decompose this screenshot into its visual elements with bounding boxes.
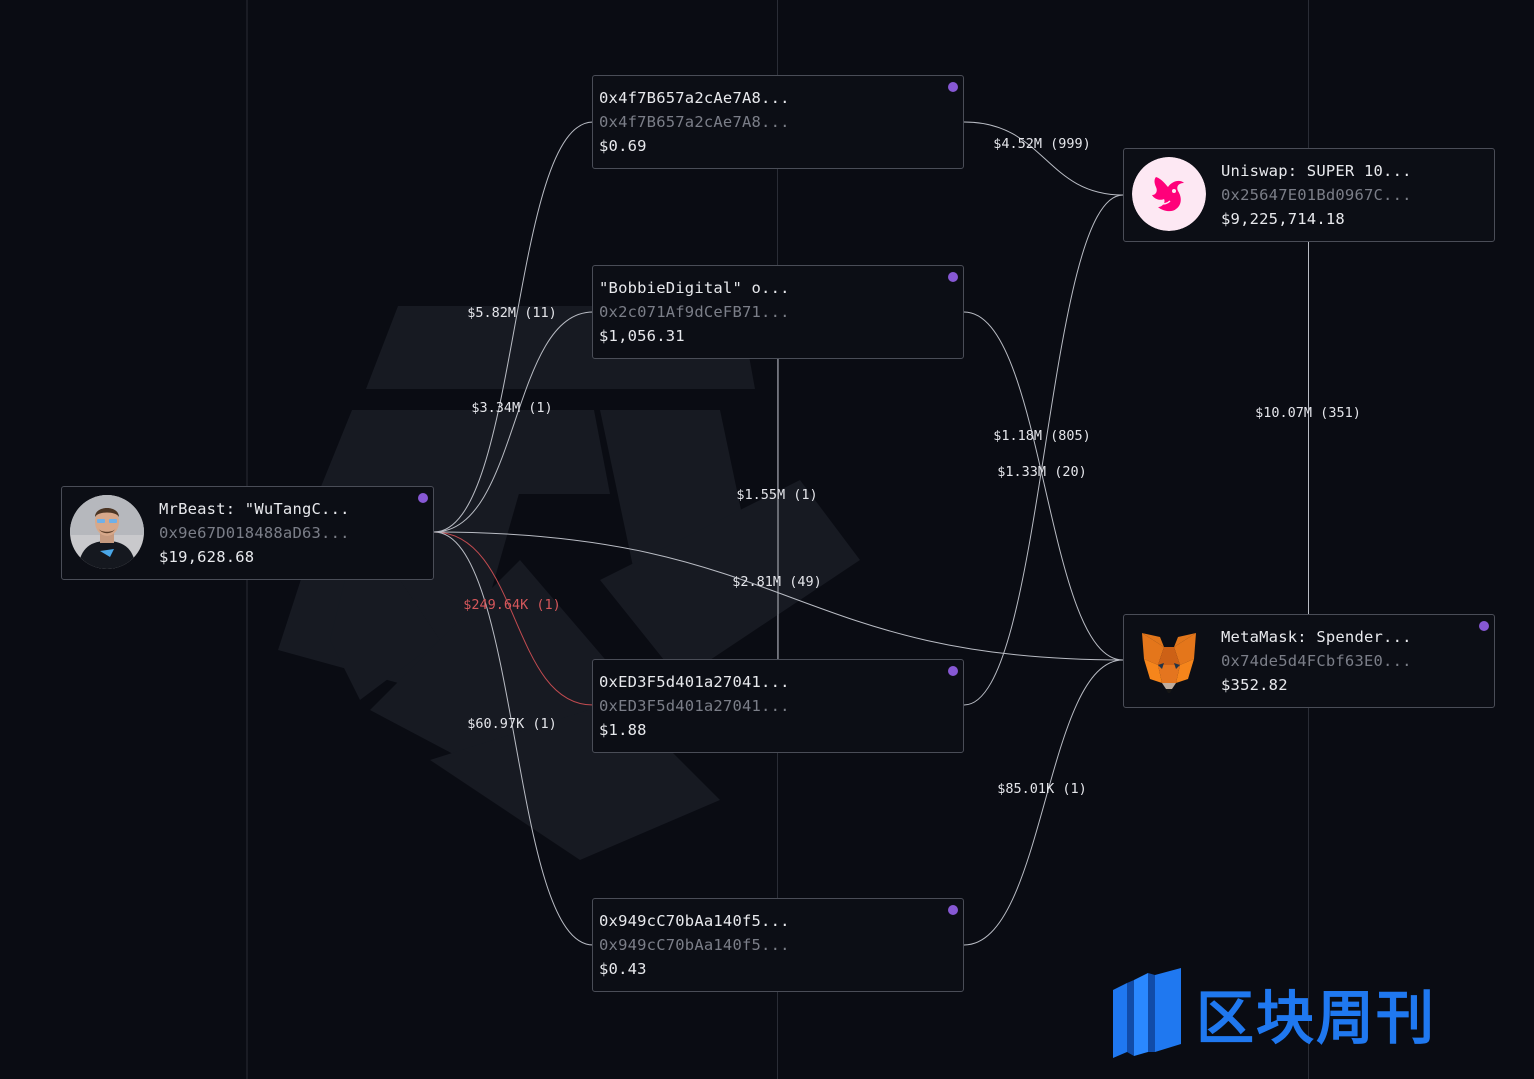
node-addr4[interactable]: 0x949cC70bAa140f5... 0x949cC70bAa140f5..…	[592, 898, 964, 992]
node-status-dot	[948, 905, 958, 915]
node-status-dot	[948, 82, 958, 92]
edge-addr3-uniswap[interactable]	[963, 194, 1124, 706]
node-status-dot	[1479, 621, 1489, 631]
edge-addr4-metamask[interactable]	[963, 659, 1124, 946]
node-addr3[interactable]: 0xED3F5d401a27041... 0xED3F5d401a27041..…	[592, 659, 964, 753]
node-balance: $0.69	[599, 137, 647, 155]
mrbeast-avatar	[70, 495, 144, 569]
node-status-dot	[948, 272, 958, 282]
edge-label-bobbie-addr3: $1.55M (1)	[736, 487, 818, 503]
edge-label-mrbeast-addr1: $5.82M (11)	[467, 305, 557, 321]
node-balance: $9,225,714.18	[1221, 210, 1345, 228]
node-address: 0x2c071Af9dCeFB71...	[599, 303, 790, 321]
node-address: 0xED3F5d401a27041...	[599, 697, 790, 715]
node-balance: $352.82	[1221, 676, 1288, 694]
edge-mrbeast-addr3[interactable]	[433, 531, 594, 706]
node-bobbiedigital[interactable]: "BobbieDigital" o... 0x2c071Af9dCeFB71..…	[592, 265, 964, 359]
edge-mrbeast-metamask[interactable]	[433, 531, 1124, 661]
edge-label-bobbie-metamask: $1.18M (805)	[993, 428, 1091, 444]
node-name: "BobbieDigital" o...	[599, 279, 790, 297]
node-balance: $1,056.31	[599, 327, 685, 345]
edge-addr1-uniswap[interactable]	[963, 121, 1124, 196]
node-name: MrBeast: "WuTangC...	[159, 500, 350, 518]
edge-label-mrbeast-bobbie: $3.34M (1)	[471, 400, 553, 416]
node-address: 0x9e67D018488aD63...	[159, 524, 350, 542]
node-balance: $19,628.68	[159, 548, 255, 566]
node-addr1[interactable]: 0x4f7B657a2cAe7A8... 0x4f7B657a2cAe7A8..…	[592, 75, 964, 169]
metamask-fox-logo	[1132, 623, 1206, 697]
node-status-dot	[418, 493, 428, 503]
node-balance: $1.88	[599, 721, 647, 739]
edge-mrbeast-addr4[interactable]	[433, 531, 594, 946]
node-status-dot	[948, 666, 958, 676]
edge-label-addr4-metamask: $85.01K (1)	[997, 781, 1087, 797]
edge-label-mrbeast-addr3: $249.64K (1)	[463, 597, 561, 613]
node-uniswap[interactable]: Uniswap: SUPER 10... 0x25647E01Bd0967C..…	[1123, 148, 1495, 242]
edge-label-addr1-uniswap: $4.52M (999)	[993, 136, 1091, 152]
node-mrbeast[interactable]: MrBeast: "WuTangC... 0x9e67D018488aD63..…	[61, 486, 434, 580]
edge-mrbeast-bobbie[interactable]	[433, 311, 594, 533]
node-metamask[interactable]: MetaMask: Spender... 0x74de5d4FCbf63E0..…	[1123, 614, 1495, 708]
edge-label-mrbeast-addr4: $60.97K (1)	[467, 716, 557, 732]
edge-label-uniswap-metamask: $10.07M (351)	[1255, 405, 1361, 421]
node-name: MetaMask: Spender...	[1221, 628, 1412, 646]
edge-label-mrbeast-metamask: $2.81M (49)	[732, 574, 822, 590]
node-address: 0x25647E01Bd0967C...	[1221, 186, 1412, 204]
node-address: 0x949cC70bAa140f5...	[599, 936, 790, 954]
node-name: 0x4f7B657a2cAe7A8...	[599, 89, 790, 107]
edge-bobbie-metamask[interactable]	[963, 311, 1124, 661]
edge-mrbeast-addr1[interactable]	[433, 121, 594, 533]
node-name: Uniswap: SUPER 10...	[1221, 162, 1412, 180]
node-balance: $0.43	[599, 960, 647, 978]
edges	[433, 121, 1309, 946]
node-address: 0x74de5d4FCbf63E0...	[1221, 652, 1412, 670]
brand-watermark-text: 区块周刊	[1196, 984, 1436, 1052]
node-name: 0x949cC70bAa140f5...	[599, 912, 790, 930]
node-address: 0x4f7B657a2cAe7A8...	[599, 113, 790, 131]
brand-watermark-logo	[1113, 968, 1181, 1058]
uniswap-unicorn-logo	[1132, 157, 1206, 231]
edge-label-addr3-uniswap: $1.33M (20)	[997, 464, 1087, 480]
node-name: 0xED3F5d401a27041...	[599, 673, 790, 691]
